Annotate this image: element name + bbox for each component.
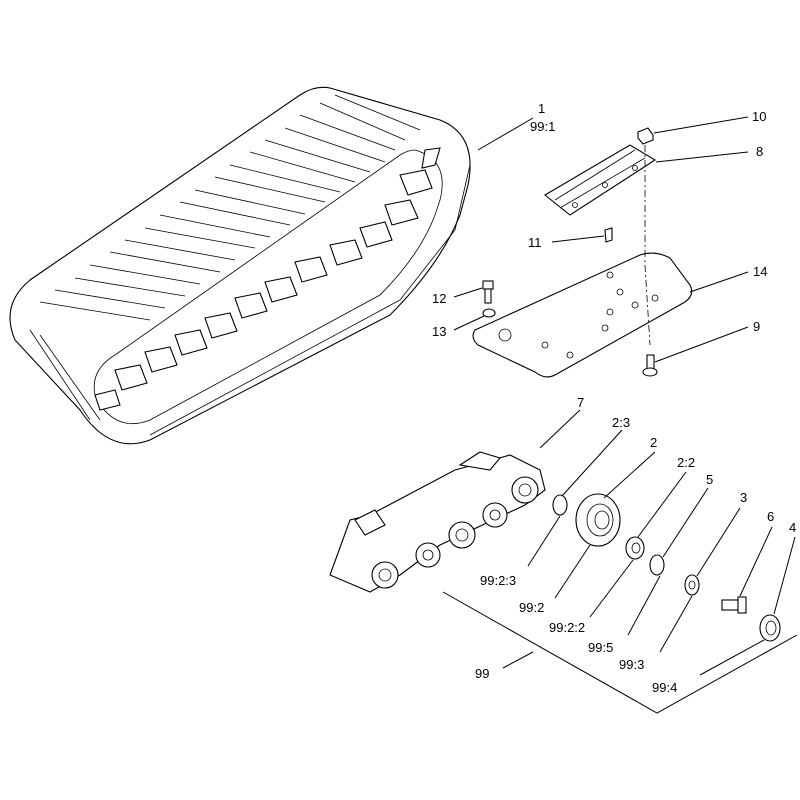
callout-99-5: 99:5 — [588, 640, 613, 655]
bolt-6 — [721, 596, 747, 614]
washer-13 — [482, 308, 496, 318]
screw-11 — [604, 227, 613, 243]
callout-9: 9 — [753, 319, 760, 334]
callout-1: 1 — [538, 101, 545, 116]
callout-4: 4 — [789, 520, 796, 535]
alignment-centerline — [644, 145, 651, 346]
bolt-12 — [482, 280, 494, 304]
callout-labels: 1 99:1 10 8 11 14 12 13 9 7 2:3 2 2:2 5 … — [432, 101, 796, 695]
callout-99-1: 99:1 — [530, 119, 555, 134]
leader-lines — [453, 116, 796, 676]
callout-2-2: 2:2 — [677, 455, 695, 470]
callout-99-2-2: 99:2:2 — [549, 620, 585, 635]
seal-2-3 — [552, 494, 568, 516]
callout-3: 3 — [740, 490, 747, 505]
rubber-track — [9, 86, 471, 445]
callout-11: 11 — [528, 235, 542, 250]
mounting-plate — [472, 252, 693, 378]
roller-wheel-2 — [575, 493, 621, 547]
callout-99-2-3: 99:2:3 — [480, 573, 516, 588]
cap-4 — [759, 614, 781, 642]
callout-6: 6 — [767, 509, 774, 524]
snap-ring-5 — [649, 554, 665, 576]
kit-99-bracket — [442, 591, 798, 714]
callout-99-4: 99:4 — [652, 680, 677, 695]
callout-2: 2 — [650, 435, 657, 450]
bolt-10 — [637, 127, 654, 145]
callout-5: 5 — [706, 472, 713, 487]
bolt-9 — [642, 354, 658, 377]
roller-frame — [329, 451, 546, 593]
callout-12: 12 — [432, 291, 446, 306]
callout-99: 99 — [475, 666, 489, 681]
callout-99-2: 99:2 — [519, 600, 544, 615]
callout-99-3: 99:3 — [619, 657, 644, 672]
washer-3 — [684, 574, 700, 596]
callout-8: 8 — [756, 144, 763, 159]
callout-2-3: 2:3 — [612, 415, 630, 430]
callout-13: 13 — [432, 324, 446, 339]
callout-7: 7 — [577, 395, 584, 410]
callout-10: 10 — [752, 109, 766, 124]
bracket — [544, 144, 657, 216]
callout-14: 14 — [753, 264, 767, 279]
bearing-2-2 — [625, 536, 645, 560]
